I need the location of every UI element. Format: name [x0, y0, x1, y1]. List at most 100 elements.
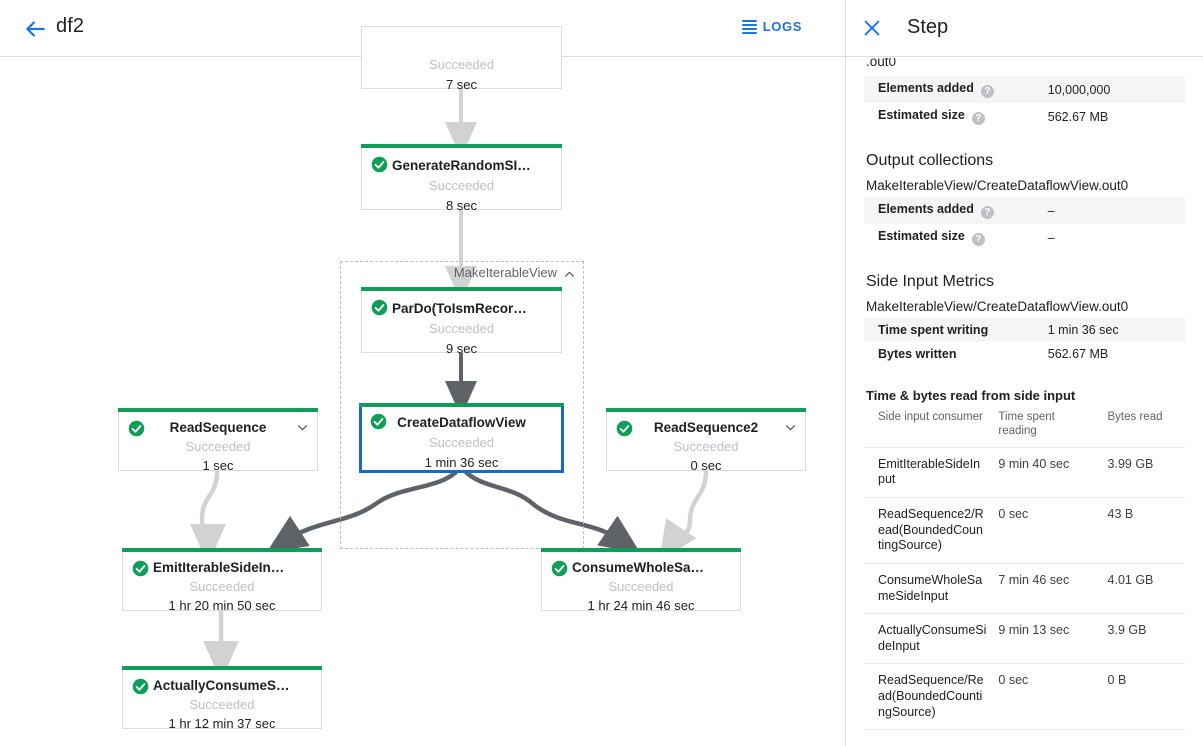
chevron-down-icon[interactable] — [784, 421, 797, 434]
step-panel-body[interactable]: .out0 Elements added? 10,000,000 Estimat… — [846, 58, 1203, 746]
node-status: Succeeded — [185, 439, 251, 454]
cell-bytes: 3.9 GB — [1101, 613, 1185, 664]
graph-node-pardo-toismrecordfor[interactable]: ParDo(ToIsmRecordFor… Succeeded 9 sec — [361, 287, 562, 356]
node-status: Succeeded — [608, 579, 674, 594]
table-row: ActuallyConsumeSideInput 9 min 13 sec 3.… — [864, 613, 1185, 664]
node-status: Succeeded — [673, 439, 739, 454]
cell-consumer: ReadSequence2/Read(BoundedCountingSource… — [864, 497, 993, 564]
graph-node-create-dataflow-view[interactable]: CreateDataflowView Succeeded 1 min 36 se… — [359, 403, 564, 473]
step-details-pane: Step .out0 Elements added? 10,000,000 Es… — [846, 0, 1203, 746]
side-input-read-heading: Time & bytes read from side input — [866, 388, 1076, 403]
output-collections-heading: Output collections — [866, 152, 994, 169]
node-title: CreateDataflowView — [397, 415, 526, 430]
cell-bytes: 43 B — [1101, 497, 1185, 564]
success-check-icon — [551, 560, 568, 577]
output-collection-name: MakeIterableView/CreateDataflowView.out0 — [866, 178, 1129, 193]
success-check-icon — [132, 560, 149, 577]
metric-value: – — [1047, 230, 1055, 245]
metric-value: 562.67 MB — [1047, 109, 1109, 124]
graph-node-read-sequence[interactable]: ReadSequence Succeeded 1 sec — [118, 408, 318, 473]
node-duration: 0 sec — [690, 458, 722, 473]
side-input-metrics-heading: Side Input Metrics — [866, 273, 995, 290]
node-status-accent — [118, 408, 318, 412]
help-icon[interactable]: ? — [971, 112, 985, 125]
node-title: ReadSequence — [169, 420, 267, 435]
node-status-accent — [122, 666, 322, 670]
node-status-accent — [541, 548, 741, 552]
cell-consumer: ActuallyConsumeSideInput — [864, 613, 993, 664]
node-title: GenerateRandomSIData — [392, 158, 547, 173]
graph-node-read-sequence-2[interactable]: ReadSequence2 Succeeded 0 sec — [606, 408, 806, 473]
success-check-icon — [370, 413, 387, 430]
table-row: ReadSequence/Read(BoundedCountingSource)… — [864, 663, 1185, 730]
cell-consumer: ReadSequence/Read(BoundedCountingSource) — [864, 663, 993, 730]
table-header-row: Side input consumer Time spent reading B… — [864, 407, 1185, 447]
cell-time: 7 min 46 sec — [992, 562, 1102, 614]
graph-node-generate-random-si-data[interactable]: GenerateRandomSIData Succeeded 8 sec — [361, 144, 562, 213]
table-row: Bytes written 562.67 MB — [864, 342, 1185, 366]
node-title: ConsumeWholeSameSi… — [572, 560, 737, 575]
node-title: EmitIterableSideInput — [153, 560, 292, 575]
graph-node-emit-iterable-side-input[interactable]: EmitIterableSideInput Succeeded 1 hr 20 … — [122, 548, 322, 613]
node-duration: 1 hr 24 min 46 sec — [587, 598, 695, 613]
node-status: Succeeded — [428, 321, 495, 336]
side-input-write-metrics-table: Time spent writing 1 min 36 sec Bytes wr… — [864, 318, 1185, 366]
graph-node-clipped-top[interactable]: Succeeded 7 sec — [361, 26, 562, 92]
help-icon[interactable]: ? — [980, 85, 994, 98]
metric-value: 1 min 36 sec — [1047, 323, 1119, 337]
metric-label: Estimated size — [878, 229, 965, 243]
graph-group-makeiterableview[interactable]: MakeIterableView — [340, 261, 584, 549]
metric-value: 562.67 MB — [1047, 347, 1109, 361]
table-row: ReadSequence2/Read(BoundedCountingSource… — [864, 497, 1185, 564]
table-row-end-divider — [864, 729, 1185, 731]
input-metrics-table: Elements added? 10,000,000 Estimated siz… — [864, 76, 1185, 130]
close-icon[interactable] — [861, 17, 883, 39]
node-duration: 1 min 36 sec — [424, 455, 499, 470]
job-graph-canvas[interactable]: MakeIterableView Succeeded 7 sec Generat… — [0, 26, 845, 746]
metric-label: Estimated size — [878, 108, 965, 122]
graph-node-consume-whole-same-side-input[interactable]: ConsumeWholeSameSi… Succeeded 1 hr 24 mi… — [541, 548, 741, 613]
node-status: Succeeded — [428, 435, 495, 450]
chevron-down-icon[interactable] — [296, 421, 309, 434]
column-header-time: Time spent reading — [998, 411, 1055, 438]
table-row: EmitIterableSideInput 9 min 40 sec 3.99 … — [864, 446, 1185, 498]
table-row: Elements added? – — [864, 197, 1185, 224]
table-row: ConsumeWholeSameSideInput 7 min 46 sec 4… — [864, 562, 1185, 614]
output-metrics-table: Elements added? – Estimated size? – — [864, 197, 1185, 251]
node-status-accent — [361, 287, 562, 291]
node-status: Succeeded — [428, 178, 495, 193]
help-icon[interactable]: ? — [971, 233, 985, 246]
metric-label: Elements added — [878, 81, 974, 95]
success-check-icon — [132, 678, 149, 695]
table-row: Estimated size? – — [864, 224, 1185, 251]
metric-value: 10,000,000 — [1047, 82, 1111, 97]
chevron-up-icon[interactable] — [563, 268, 576, 281]
node-status-accent — [122, 548, 322, 552]
job-graph-pane: df2 LOGS — [0, 15, 845, 746]
metric-label: Elements added — [878, 202, 974, 216]
side-input-consumers-table: Side input consumer Time spent reading B… — [864, 407, 1185, 731]
cell-time: 0 sec — [992, 663, 1102, 730]
column-header-consumer: Side input consumer — [878, 411, 983, 423]
logs-button[interactable]: LOGS — [741, 19, 802, 34]
logs-icon — [741, 19, 757, 34]
column-header-bytes: Bytes read — [1107, 411, 1163, 423]
graph-scrollbar-track[interactable] — [828, 57, 844, 746]
pane-divider — [845, 0, 846, 746]
node-status: Succeeded — [428, 57, 495, 72]
back-arrow-icon[interactable] — [22, 16, 48, 42]
node-duration: 1 sec — [202, 458, 234, 473]
node-duration: 1 hr 20 min 50 sec — [168, 598, 276, 613]
success-check-icon — [371, 299, 388, 316]
graph-node-actually-consume-side-input[interactable]: ActuallyConsumeSideI… Succeeded 1 hr 12 … — [122, 666, 322, 731]
cell-time: 0 sec — [992, 497, 1102, 564]
page-title: df2 — [56, 15, 85, 37]
node-duration: 9 sec — [445, 341, 478, 356]
table-row: Estimated size? 562.67 MB — [864, 103, 1185, 130]
cell-time: 9 min 13 sec — [992, 613, 1102, 664]
help-icon[interactable]: ? — [980, 206, 994, 219]
logs-button-label: LOGS — [762, 19, 802, 34]
step-panel-header: Step — [846, 0, 1203, 57]
node-status: Succeeded — [189, 697, 255, 712]
